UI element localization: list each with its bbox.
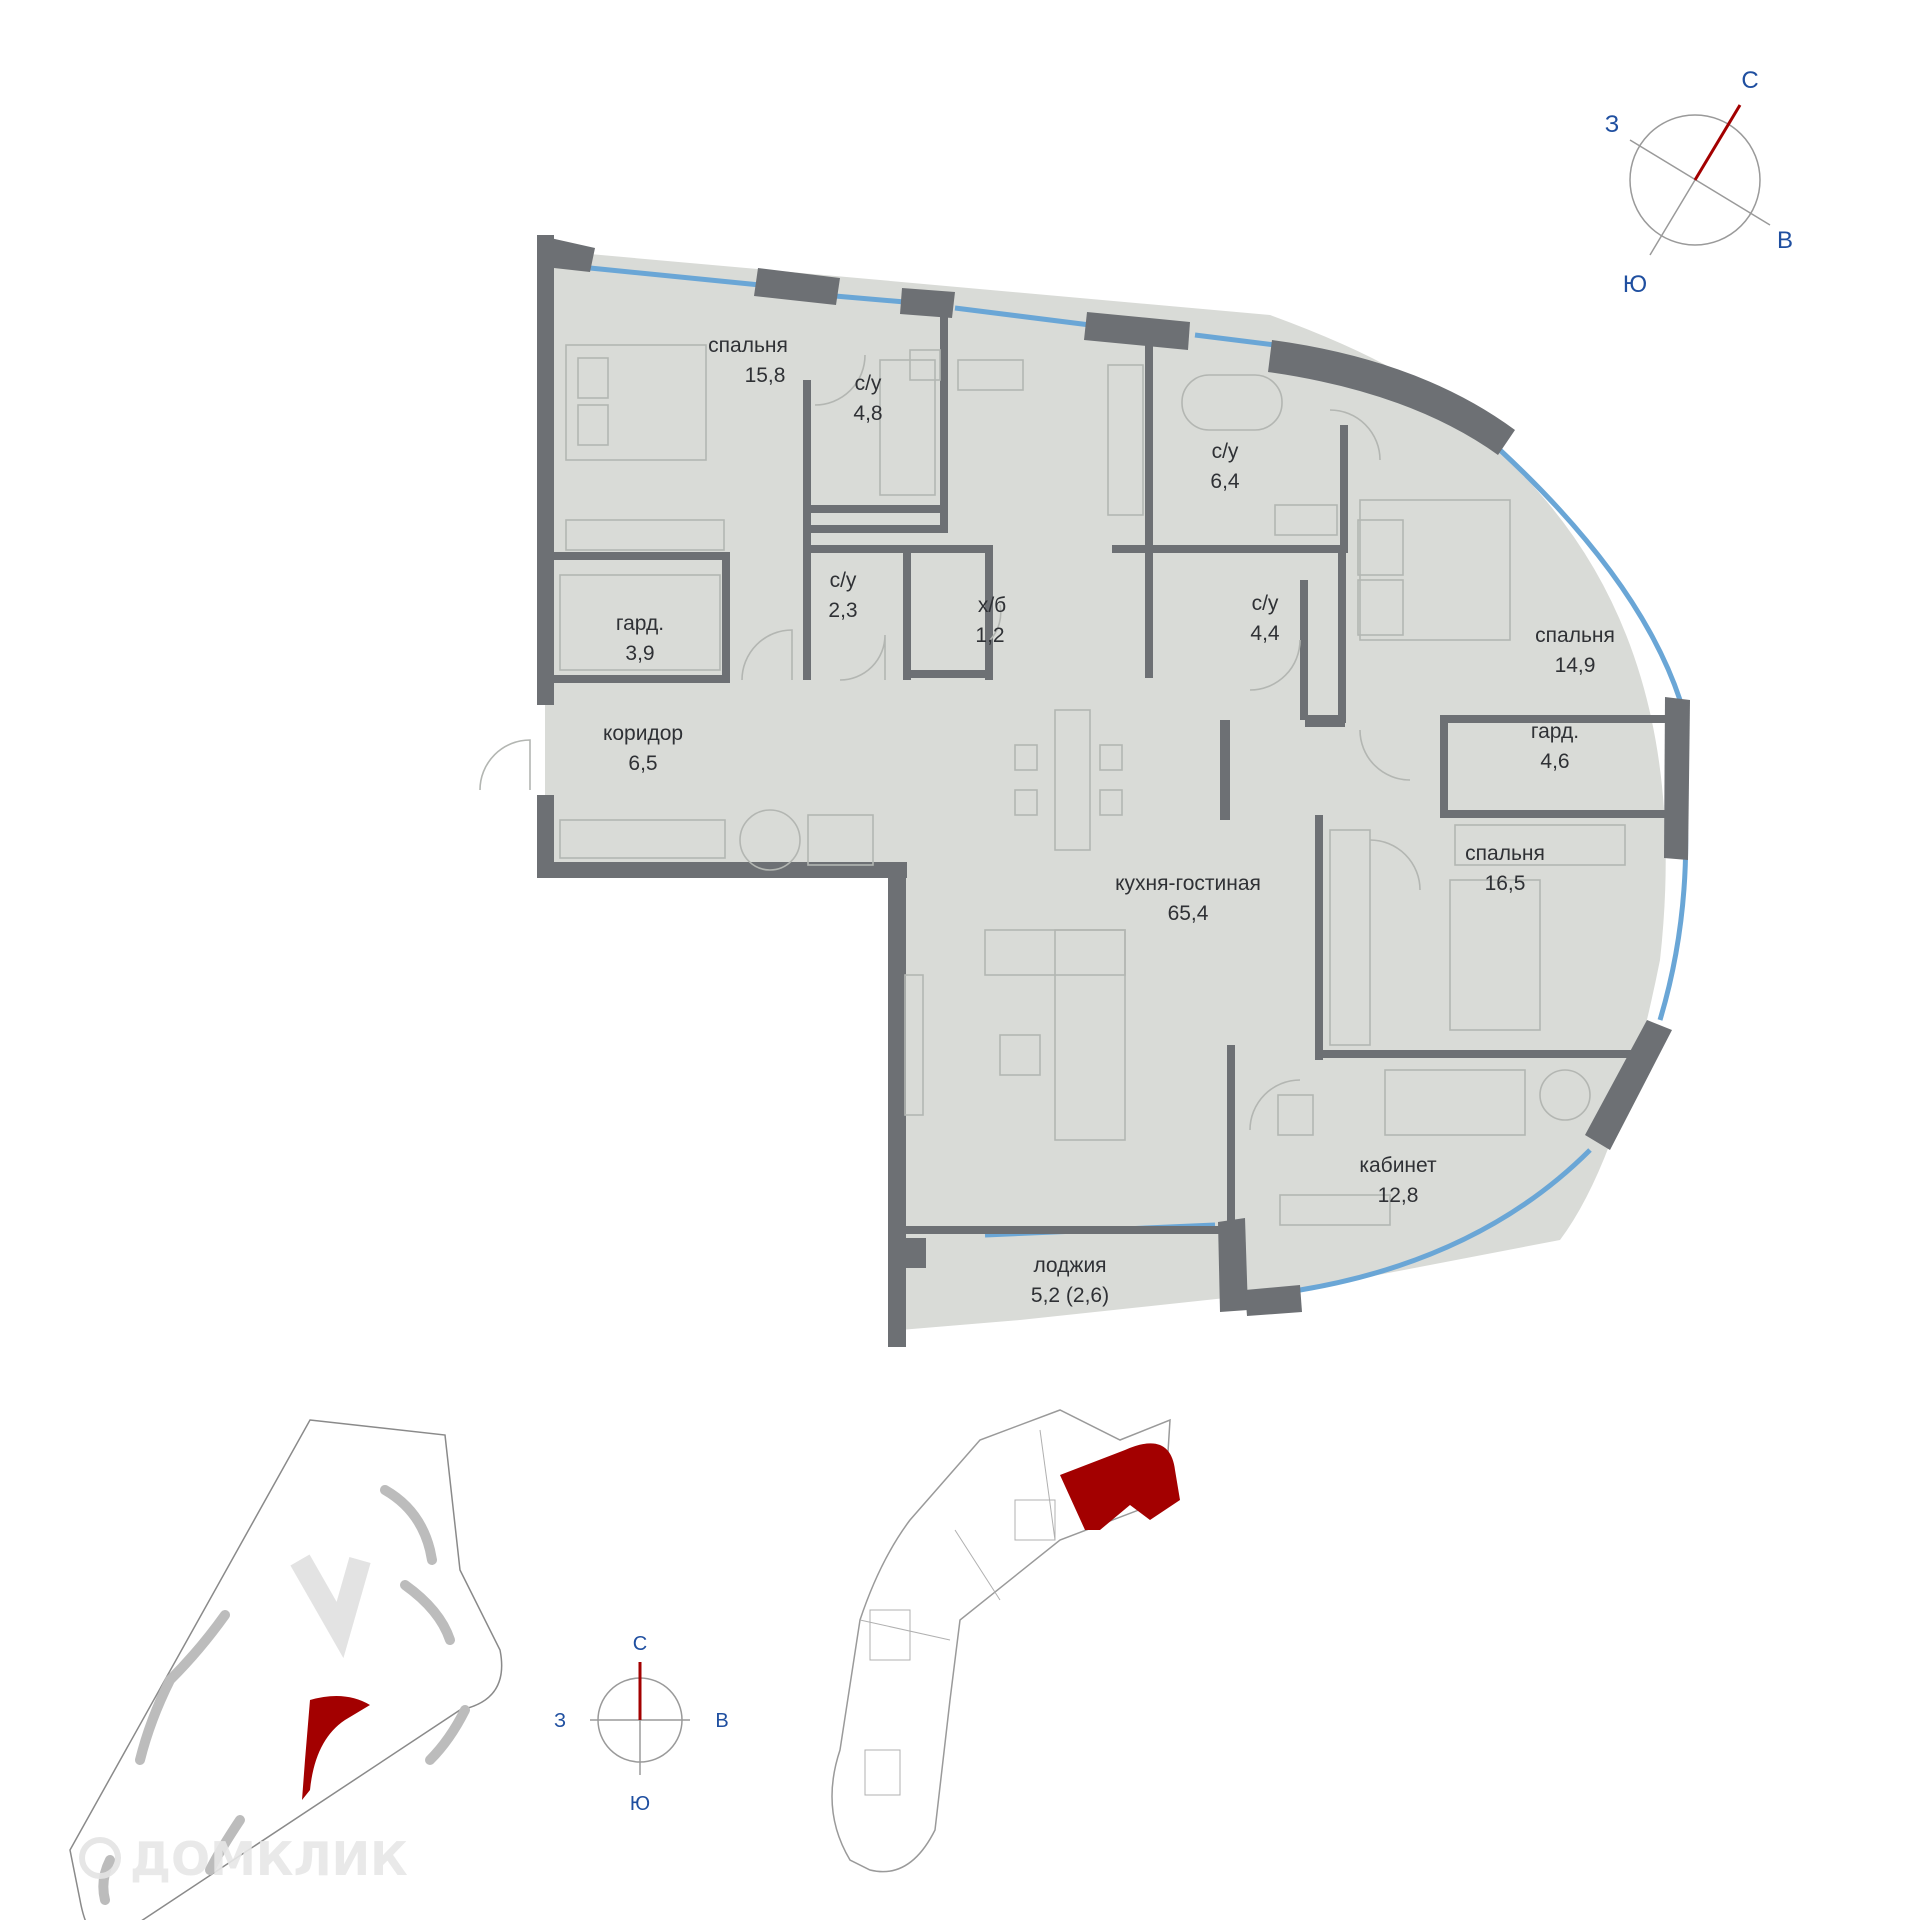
room-bedroom3-area: 16,5: [1485, 872, 1526, 895]
room-loggia-area: 5,2 (2,6): [1031, 1284, 1109, 1307]
site-map: [69, 1419, 503, 1920]
room-bath1-name: с/у: [855, 372, 882, 395]
compass-top-north: С: [1741, 67, 1758, 94]
room-wardrobe2-name: гард.: [1531, 720, 1579, 743]
compass-top-south-needle: [1649, 179, 1696, 256]
compass-bottom: С З В Ю: [554, 1633, 729, 1815]
room-corridor-area: 6,5: [628, 752, 657, 775]
room-bath4-name: с/у: [1252, 592, 1279, 615]
room-wardrobe1-name: гард.: [616, 612, 664, 635]
room-bedroom1-name: спальня: [708, 334, 788, 357]
building-key-plan: [831, 1409, 1180, 1873]
compass-top-west: З: [1605, 111, 1620, 138]
watermark: ДОМКЛИК: [79, 1832, 408, 1886]
room-wardrobe2-area: 4,6: [1540, 750, 1569, 773]
compass-top-south: Ю: [1623, 271, 1647, 298]
room-storage-area: 1,2: [975, 624, 1004, 647]
compass-top-north-needle: [1693, 104, 1742, 181]
compass-bottom-south: Ю: [630, 1793, 650, 1815]
room-bath2-name: с/у: [1212, 440, 1239, 463]
furniture: [559, 344, 1626, 1226]
watermark-logo-icon: [79, 1837, 121, 1879]
room-labels: спальня 15,8 с/у 4,8 с/у 6,4 с/у 2,3 х/б…: [603, 334, 1615, 1307]
compass-top-circle: [1629, 114, 1761, 246]
compass-bottom-east: В: [715, 1710, 728, 1732]
room-study-name: кабинет: [1359, 1154, 1437, 1177]
room-wardrobe1-area: 3,9: [625, 642, 654, 665]
walls: [537, 235, 1690, 1347]
compass-top: С З В Ю: [1605, 67, 1793, 298]
watermark-text: ДОМКЛИК: [130, 1832, 408, 1886]
room-kitchen-living-area: 65,4: [1168, 902, 1209, 925]
room-bedroom3-name: спальня: [1465, 842, 1545, 865]
compass-top-ew-axis: [1629, 139, 1771, 226]
room-corridor-name: коридор: [603, 722, 683, 745]
room-bath1-area: 4,8: [853, 402, 882, 425]
room-bath4-area: 4,4: [1250, 622, 1280, 645]
room-storage-name: х/б: [978, 594, 1006, 617]
compass-bottom-west: З: [554, 1710, 566, 1732]
room-bath2-area: 6,4: [1210, 470, 1240, 493]
room-bedroom2-name: спальня: [1535, 624, 1615, 647]
room-bedroom1-area: 15,8: [745, 364, 786, 387]
room-study-area: 12,8: [1378, 1184, 1419, 1207]
room-bedroom2-area: 14,9: [1555, 654, 1596, 677]
compass-bottom-north: С: [633, 1633, 647, 1655]
doors: [479, 354, 1421, 1131]
compass-top-east: В: [1777, 227, 1793, 254]
room-kitchen-living-name: кухня-гостиная: [1115, 872, 1261, 895]
room-bath3-area: 2,3: [828, 599, 857, 622]
room-loggia-name: лоджия: [1033, 1254, 1106, 1277]
room-bath3-name: с/у: [830, 569, 857, 592]
